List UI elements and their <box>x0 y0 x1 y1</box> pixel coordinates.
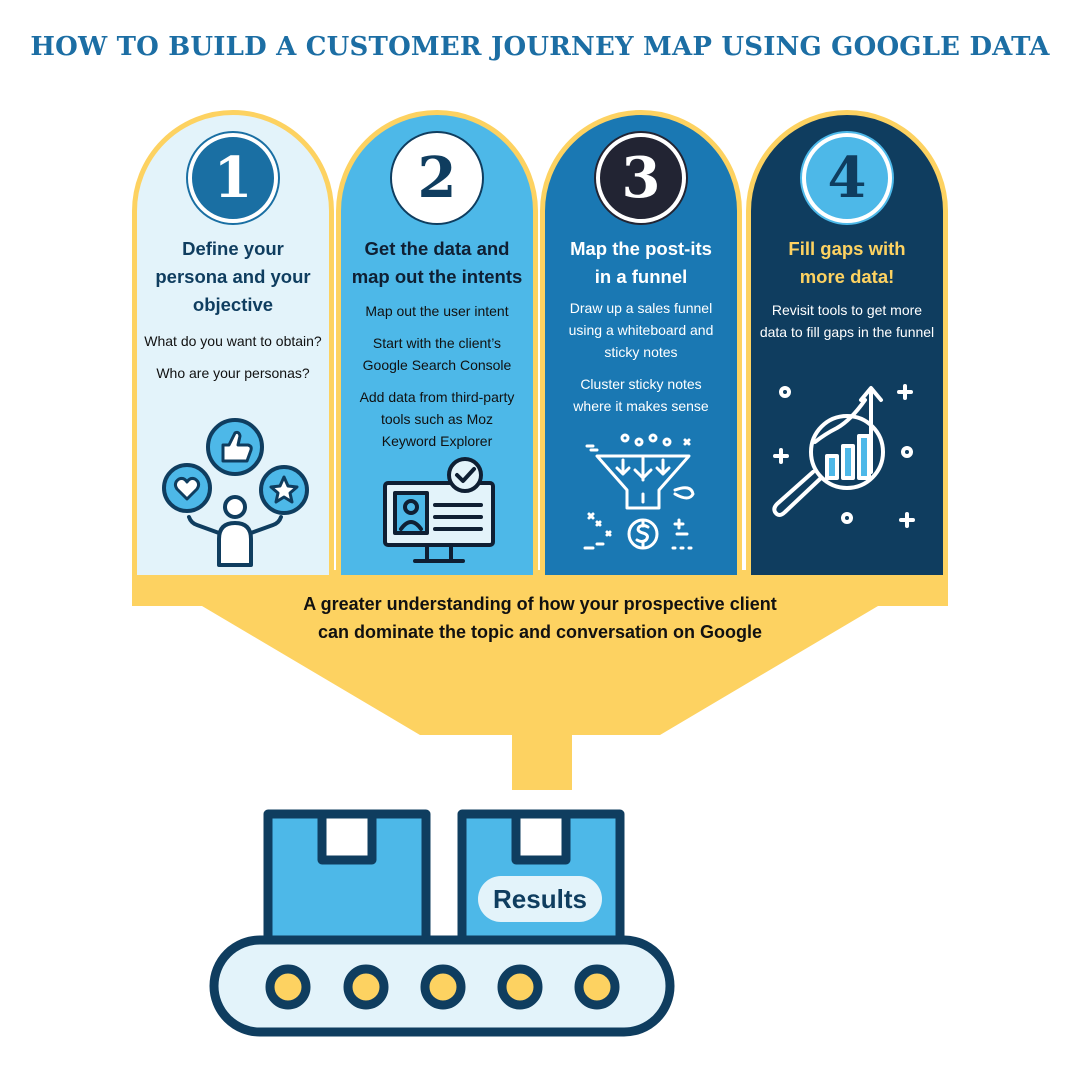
sales-funnel-icon <box>583 433 695 550</box>
step-text-2: Map out the user intent Start with the c… <box>359 303 515 449</box>
step-text-4: Revisit tools to get more data to fill g… <box>759 302 935 340</box>
step-card-1: 1 Define your persona and your objective… <box>132 110 334 580</box>
conveyor-rollers <box>265 964 620 1010</box>
step-card-3: 3 Map the post-its in a funnel Draw up a… <box>540 110 742 580</box>
results-label: Results <box>478 876 602 922</box>
step-number-1: 1 <box>188 133 278 223</box>
summary-text: A greater understanding of how your pros… <box>303 594 777 642</box>
magnifier-growth-icon <box>772 384 915 528</box>
step-text-1: What do you want to obtain? Who are your… <box>144 333 322 381</box>
step-heading-3: Map the post-its in a funnel <box>570 238 712 287</box>
step-heading-4: Fill gaps with more data! <box>788 238 906 287</box>
step-number-4: 4 <box>802 133 892 223</box>
step-text-3: Draw up a sales funnel using a whiteboar… <box>568 300 714 414</box>
page-title: HOW TO BUILD A CUSTOMER JOURNEY MAP USIN… <box>30 32 1050 62</box>
step-number-3: 3 <box>596 133 686 223</box>
step-card-4: 4 Fill gaps with more data! Revisit tool… <box>746 110 948 580</box>
step-heading-2: Get the data and map out the intents <box>351 238 523 287</box>
profile-monitor-icon <box>383 457 495 563</box>
step-number-2: 2 <box>392 133 482 223</box>
step-card-2: 2 Get the data and map out the intents M… <box>336 110 538 580</box>
persona-icon <box>162 418 309 567</box>
step-heading-1: Define your persona and your objective <box>155 238 311 315</box>
